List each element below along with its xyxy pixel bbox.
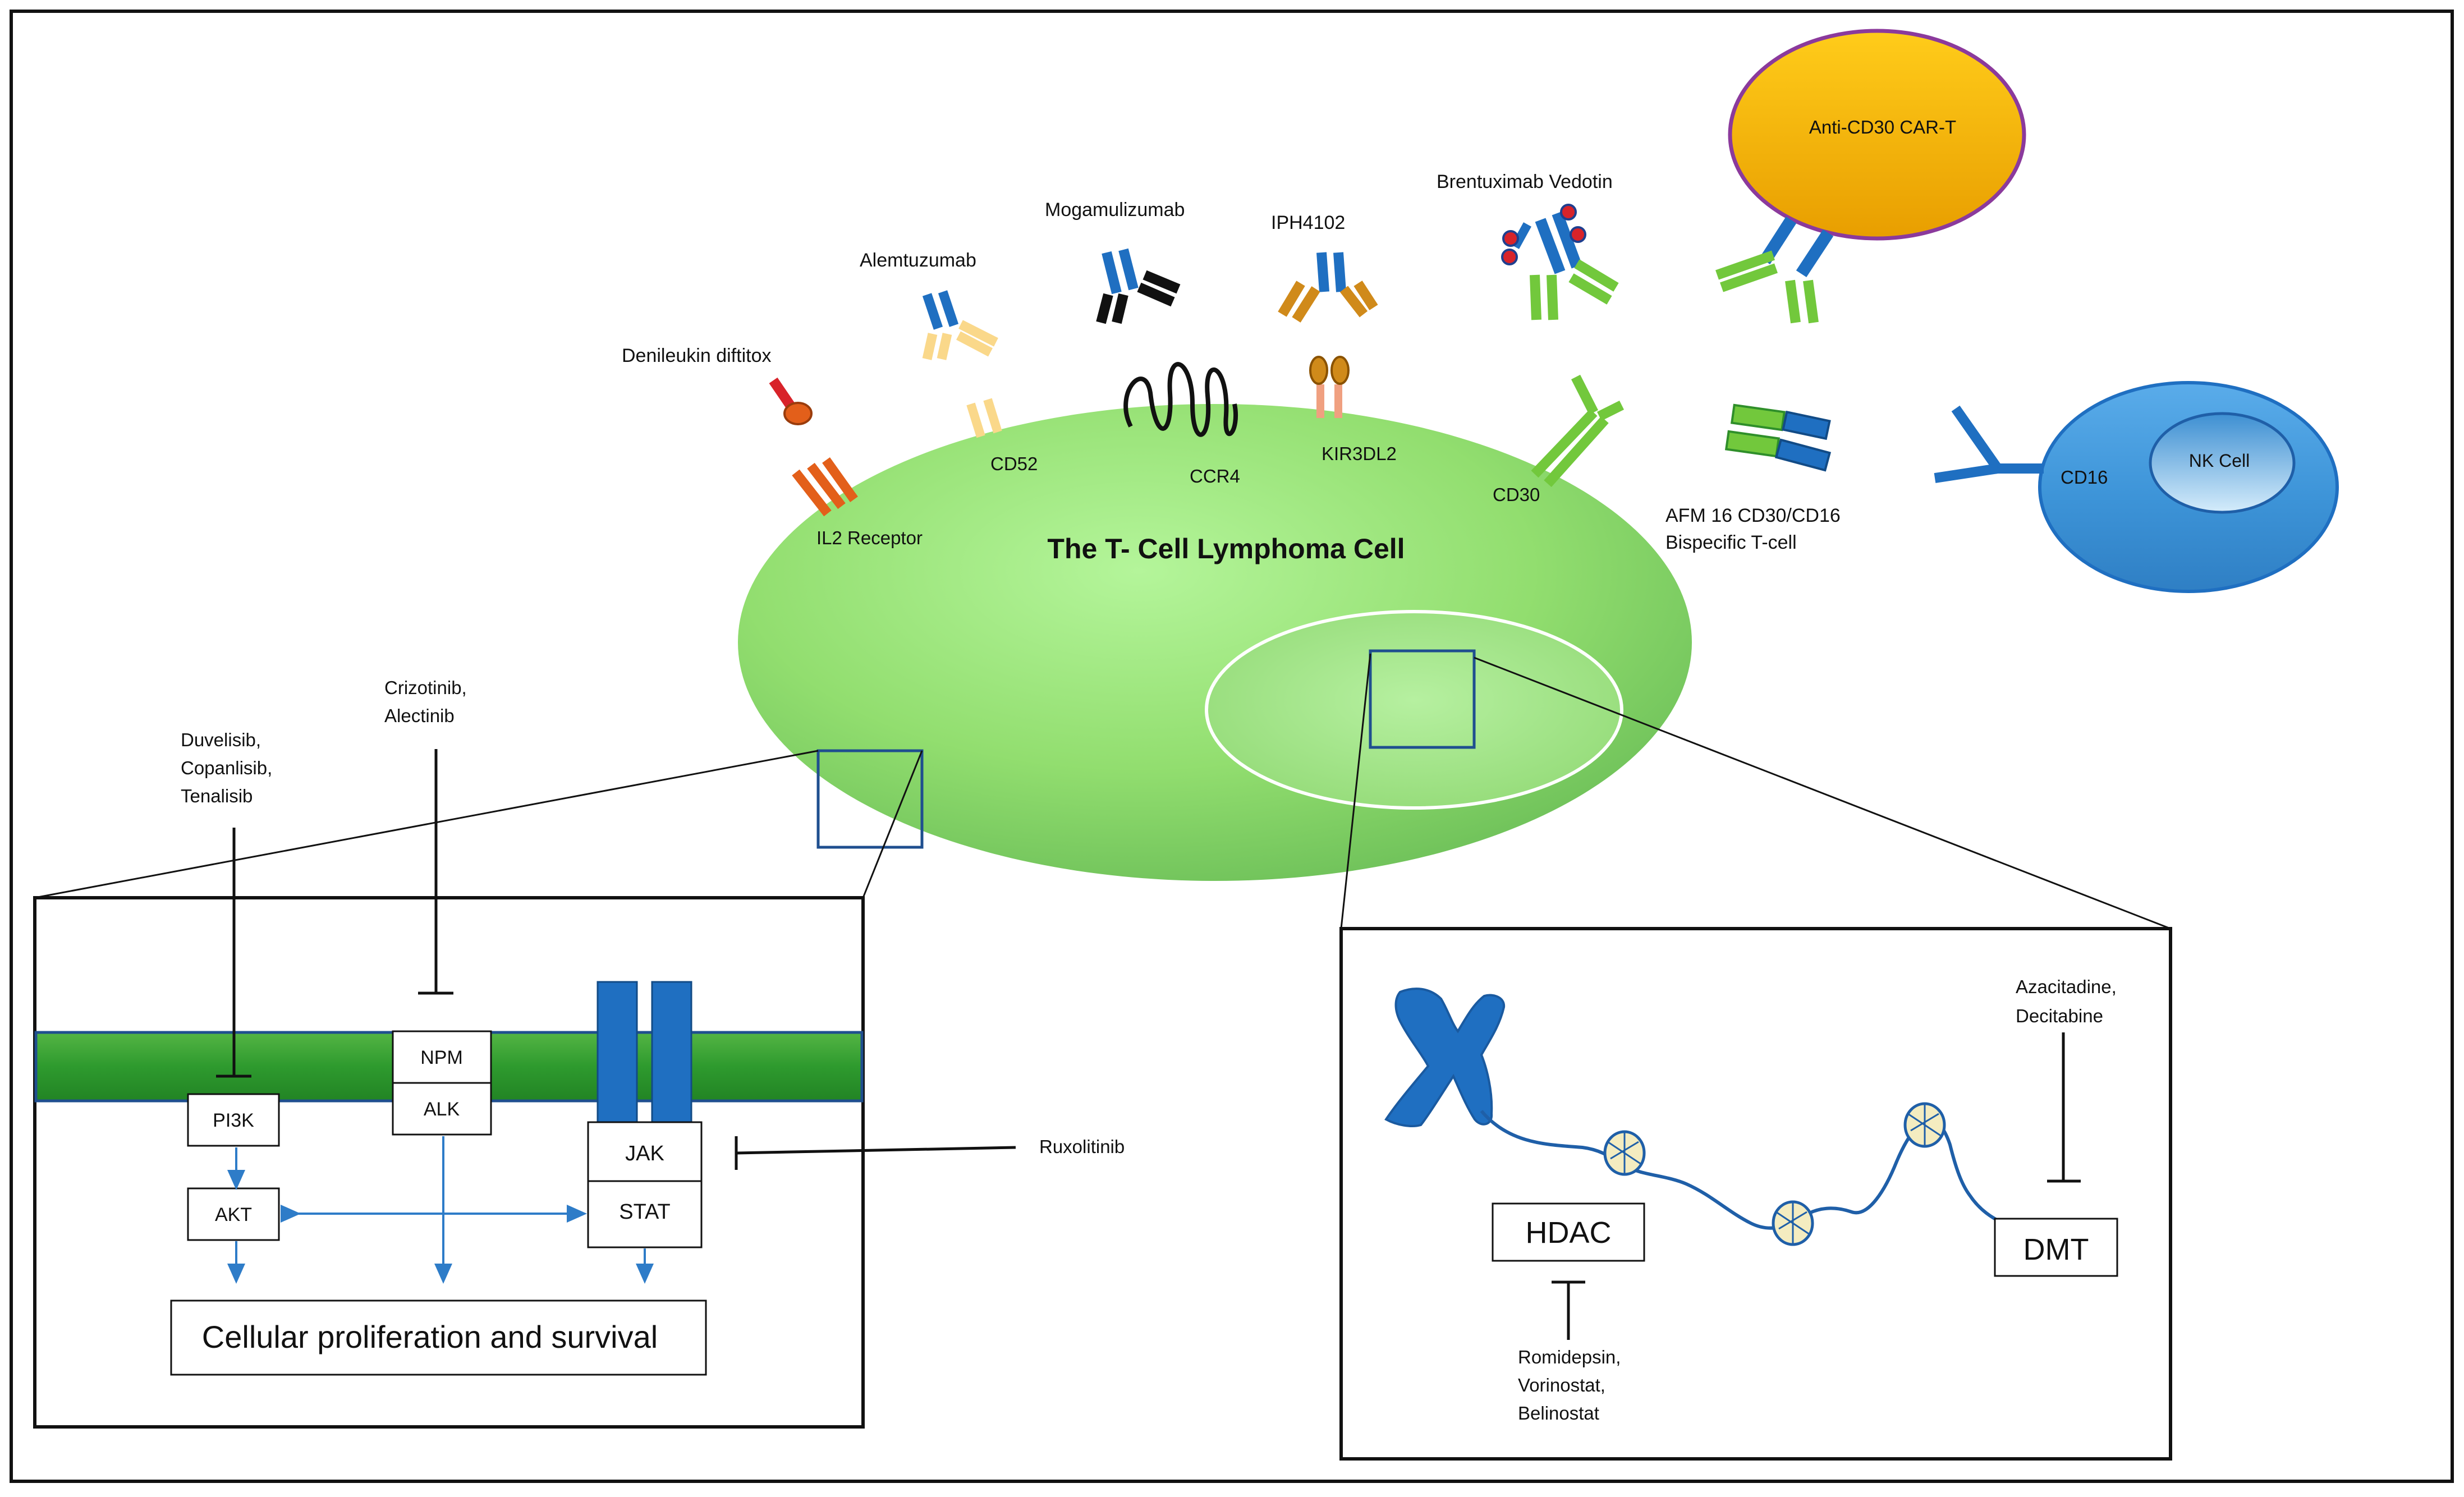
ccr4-receptor <box>1123 362 1238 437</box>
akt-label: AKT <box>215 1204 252 1225</box>
alemtuzumab-antibody <box>922 290 998 360</box>
afm-bispecific-molecule <box>1724 403 1832 472</box>
alk-box <box>392 1082 492 1136</box>
afm-label-line1: AFM 16 CD30/CD16 <box>1665 505 1841 526</box>
mogamulizumab-label: Mogamulizumab <box>1045 199 1185 221</box>
hdac-box <box>1492 1202 1645 1262</box>
stat-label: STAT <box>619 1200 670 1224</box>
car-t-receptor <box>1715 217 1834 324</box>
cd30-receptor <box>1531 374 1625 488</box>
duvelisib-label: Duvelisib, <box>181 729 261 750</box>
zoom-line <box>34 750 819 899</box>
cell-title: The T- Cell Lymphoma Cell <box>1047 533 1405 564</box>
pi3k-label: PI3K <box>213 1110 254 1131</box>
jak-inhibition-line <box>736 1146 1016 1155</box>
cell-nucleus <box>1205 610 1623 810</box>
iph4102-label: IPH4102 <box>1271 212 1345 233</box>
azacitadine-label: Azacitadine, <box>2016 976 2117 997</box>
pi3k-box <box>187 1093 280 1147</box>
car-t-cell <box>1728 29 2026 241</box>
alk-label: ALK <box>424 1099 460 1120</box>
copanlisib-label: Copanlisib, <box>181 757 272 778</box>
ccr4-label: CCR4 <box>1190 466 1240 486</box>
afm-label-line2: Bispecific T-cell <box>1665 532 1797 553</box>
cd52-label: CD52 <box>990 453 1038 474</box>
jak-label: JAK <box>625 1142 664 1165</box>
nucleosome-icon <box>1603 1130 1646 1176</box>
il2-receptor-label: IL2 Receptor <box>816 527 923 548</box>
npm-label: NPM <box>420 1047 463 1068</box>
car-t-label: Anti-CD30 CAR-T <box>1809 117 1956 137</box>
dmt-label: DMT <box>2023 1233 2089 1266</box>
romidepsin-label: Romidepsin, <box>1518 1347 1621 1367</box>
chromosome-icon <box>1384 988 1506 1127</box>
nk-cell-nucleus <box>2149 412 2296 514</box>
kir3dl2-receptor <box>1309 356 1350 418</box>
iph4102-antibody <box>1278 252 1378 323</box>
zoom-line <box>862 750 923 898</box>
cd30-label: CD30 <box>1493 484 1540 505</box>
ruxolitinib-label: Ruxolitinib <box>1039 1136 1125 1157</box>
akt-box <box>187 1187 280 1241</box>
cd52-receptor <box>966 398 1002 438</box>
cd16-label: CD16 <box>2061 467 2108 488</box>
npm-box <box>392 1030 492 1084</box>
alectinib-label: Alectinib <box>384 705 455 726</box>
kir3dl2-label: KIR3DL2 <box>1322 443 1397 464</box>
denileukin-diftitox-molecule <box>769 377 813 425</box>
tenalisib-label: Tenalisib <box>181 786 253 806</box>
outcome-label: Cellular proliferation and survival <box>202 1319 658 1354</box>
epigenetic-panel <box>1339 927 2172 1461</box>
membrane-zoom-box <box>816 749 924 849</box>
jak-receptor-left <box>597 981 638 1124</box>
belinostat-label: Belinostat <box>1518 1403 1599 1423</box>
outcome-box <box>170 1299 707 1376</box>
outer-frame <box>10 10 2454 1483</box>
mogamulizumab-antibody <box>1096 248 1181 324</box>
il2-receptor <box>792 457 858 517</box>
dmt-box <box>1994 1218 2118 1277</box>
stat-box <box>587 1180 703 1248</box>
cd16-receptor <box>1934 405 2044 483</box>
brentuximab-label: Brentuximab Vedotin <box>1437 171 1613 192</box>
alemtuzumab-label: Alemtuzumab <box>860 250 976 271</box>
zoom-line <box>1340 653 1371 929</box>
decitabine-label: Decitabine <box>2016 1005 2103 1026</box>
signaling-panel <box>33 896 865 1429</box>
brentuximab-vedotin-antibody <box>1501 204 1619 320</box>
nk-cell-label: NK Cell <box>2189 451 2250 471</box>
nucleus-zoom-box <box>1369 649 1476 749</box>
crizotinib-label: Crizotinib, <box>384 677 467 698</box>
jak-receptor-right <box>651 981 692 1124</box>
hdac-label: HDAC <box>1525 1216 1611 1250</box>
nucleosome-icon <box>1772 1200 1814 1246</box>
vorinostat-label: Vorinostat, <box>1518 1375 1605 1395</box>
denileukin-label: Denileukin diftitox <box>622 345 771 366</box>
nucleosome-icon <box>1903 1102 1946 1148</box>
jak-box <box>587 1121 703 1182</box>
zoom-line <box>1474 656 2171 930</box>
